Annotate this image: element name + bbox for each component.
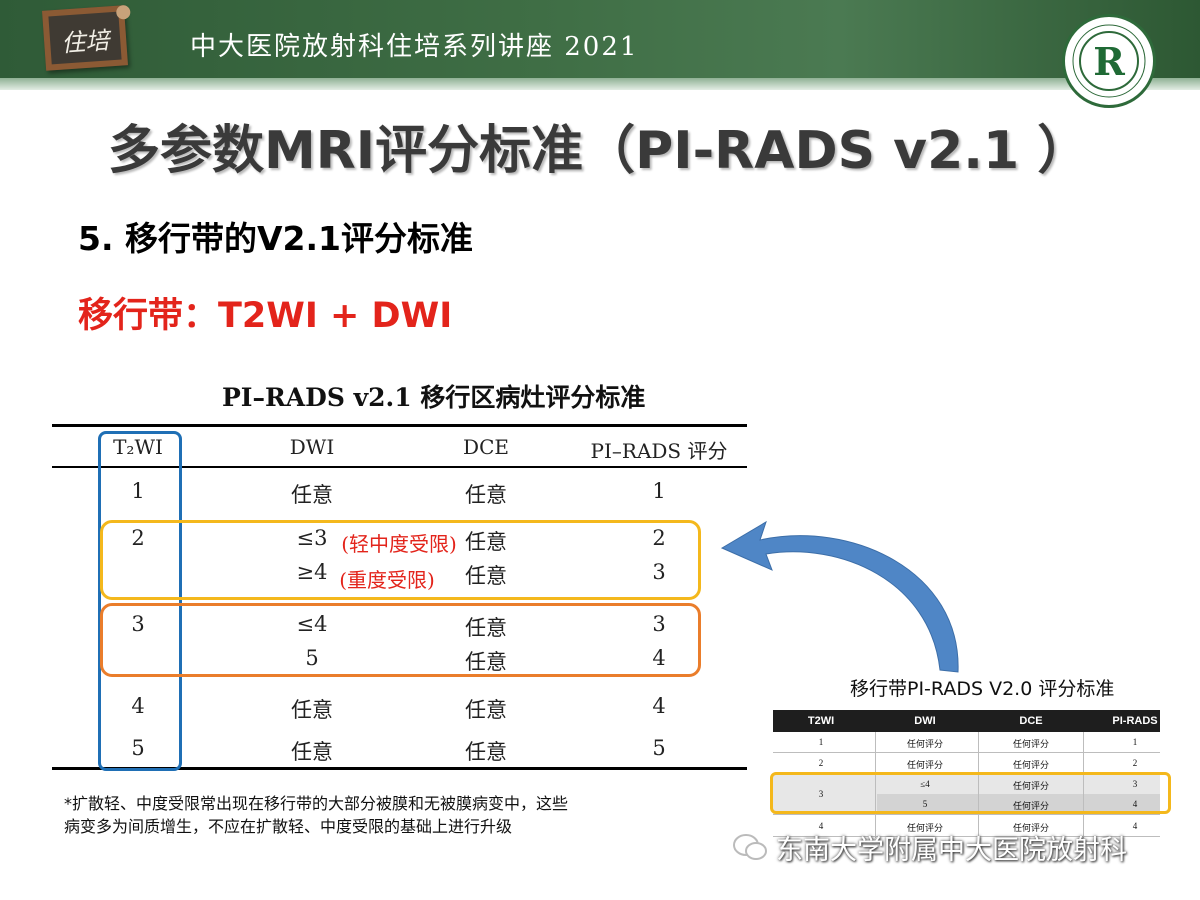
table-cell: 2 [131, 526, 145, 550]
footnote: *扩散轻、中度受限常出现在移行带的大部分被膜和无被膜病变中，这些 病变多为间质增… [64, 792, 568, 838]
header-band [0, 78, 1200, 90]
table-cell: 任意 [465, 530, 507, 554]
table-cell: 3 [652, 612, 666, 636]
table-cell: 4 [652, 646, 666, 670]
table-cell: 任意 [465, 483, 507, 507]
table-cell: 任意 [465, 698, 507, 722]
table-cell: 任何评分 [1012, 823, 1050, 833]
table-cell: 1 [131, 479, 145, 503]
dwi-note-mild: (轻中度受限) [341, 532, 457, 556]
table-cell: 2 [818, 758, 824, 768]
table-cell: 任何评分 [1012, 739, 1050, 749]
header-title: 中大医院放射科住培系列讲座 2021 [190, 32, 639, 62]
header-t2wi: T₂WI [113, 435, 163, 459]
table-top-rule [52, 424, 747, 427]
logo-inner-ring: R [1079, 31, 1139, 91]
table-cell: 5 [922, 799, 928, 809]
column-divider [1083, 732, 1084, 838]
table-caption: PI–RADS v2.1 移行区病灶评分标准 [222, 383, 646, 412]
column-divider [875, 732, 876, 838]
table-cell: 任何评分 [1012, 760, 1050, 770]
v20-table-caption: 移行带PI-RADS V2.0 评分标准 [850, 678, 1115, 700]
score2-highlight-box [100, 520, 701, 600]
table-cell: 任何评分 [906, 823, 944, 833]
table-cell: 任何评分 [906, 739, 944, 749]
table-cell: 5 [305, 646, 319, 670]
table-cell: 5 [131, 736, 145, 760]
table-cell: 4 [131, 694, 145, 718]
table-row: 4 任何评分 任何评分 4 [773, 816, 1160, 837]
table-bottom-rule [52, 767, 747, 770]
table-cell: 任何评分 [1012, 801, 1050, 811]
table-cell: 3 [131, 612, 145, 636]
v20-header-t2wi: T2WI [807, 715, 835, 727]
table-row: 1 任何评分 任何评分 1 [773, 732, 1160, 753]
column-divider [978, 732, 979, 838]
table-cell: 3 [652, 560, 666, 584]
table-cell: 1 [1132, 737, 1138, 747]
header-pirads: PI–RADS 评分 [590, 439, 728, 463]
v20-table-header: T2WI DWI DCE PI-RADS [773, 710, 1160, 732]
v20-table: T2WI DWI DCE PI-RADS 1 任何评分 任何评分 1 2 任何评… [773, 710, 1160, 838]
logo-letter: R [1093, 39, 1125, 84]
table-cell: 任意 [465, 616, 507, 640]
watermark: 东南大学附属中大医院放射科 [776, 835, 1127, 866]
table-cell: 任意 [465, 740, 507, 764]
logo-ring-icon [1072, 24, 1146, 98]
table-row: 2 任何评分 任何评分 2 [773, 753, 1160, 774]
score3-highlight-box [100, 603, 701, 677]
header-dce: DCE [463, 435, 509, 459]
table-cell: 任何评分 [906, 760, 944, 770]
table-cell: ≤3 [296, 526, 328, 550]
table-cell: 5 [652, 736, 666, 760]
table-cell: 4 [652, 694, 666, 718]
curved-arrow-icon [720, 520, 959, 673]
table-cell: 任何评分 [1012, 781, 1050, 791]
v20-highlight-box [770, 772, 1171, 814]
v20-header-pirads: PI-RADS [1112, 715, 1158, 727]
footnote-line-2: 病变多为间质增生，不应在扩散轻、中度受限的基础上进行升级 [64, 817, 513, 836]
v20-header-dwi: DWI [914, 715, 936, 727]
table-cell: 3 [1132, 779, 1138, 789]
header-dwi: DWI [289, 435, 335, 459]
table-header-rule [52, 466, 747, 468]
table-cell: 任意 [291, 740, 333, 764]
v20-header-dce: DCE [1019, 715, 1043, 727]
slide-title: 多参数MRI评分标准（PI-RADS v2.1 ） [108, 121, 1090, 181]
table-cell: 4 [1132, 821, 1138, 831]
badge-text: 住培 [60, 26, 111, 58]
table-cell: 3 [818, 789, 824, 799]
header-bar [0, 0, 1200, 78]
table-cell: 任意 [291, 483, 333, 507]
table-cell: 任意 [465, 650, 507, 674]
table-cell: 2 [652, 526, 666, 550]
table-cell: 4 [1132, 799, 1138, 809]
table-cell: 4 [818, 821, 824, 831]
table-cell: ≥4 [296, 560, 328, 584]
t2wi-column-highlight [98, 431, 182, 771]
table-cell: ≤4 [296, 612, 328, 636]
hospital-logo: R [1062, 14, 1156, 108]
chalkboard-badge: 住培 [42, 4, 131, 71]
table-cell: 1 [652, 479, 666, 503]
footnote-line-1: *扩散轻、中度受限常出现在移行带的大部分被膜和无被膜病变中，这些 [64, 794, 569, 813]
table-cell: 1 [818, 737, 824, 747]
section-heading: 5. 移行带的V2.1评分标准 [78, 219, 473, 258]
dwi-note-severe: (重度受限) [339, 568, 435, 592]
table-cell: 任意 [465, 564, 507, 588]
table-cell: ≤4 [920, 779, 930, 789]
wechat-icon [733, 834, 767, 860]
table-row: 5 任何评分 4 [877, 794, 1160, 815]
table-cell: 任意 [291, 698, 333, 722]
zone-line: 移行带：T2WI + DWI [78, 296, 453, 336]
table-cell: 2 [1132, 758, 1138, 768]
